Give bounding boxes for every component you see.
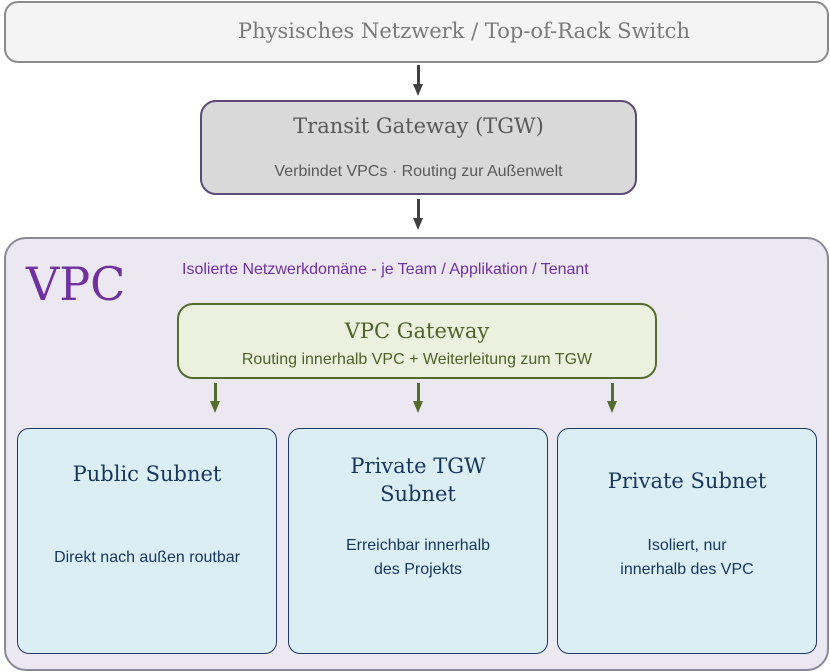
arrow-tgw-to-vpc [413,199,423,231]
vpc-label: VPC [26,257,126,311]
private-subnet-description-line-1: Isoliert, nur [647,537,727,554]
public-subnet-box: Public Subnet Direkt nach außen routbar [17,428,277,654]
private-subnet-box: Private Subnet Isoliert, nur innerhalb d… [557,428,817,654]
vpc-gateway-box: VPC Gateway Routing innerhalb VPC + Weit… [177,303,657,379]
transit-gateway-description: Verbindet VPCs · Routing zur Außenwelt [274,163,563,180]
private-tgw-subnet-description: Erreichbar innerhalb des Projekts [289,534,547,582]
private-subnet-description: Isoliert, nur innerhalb des VPC [558,534,816,582]
private-tgw-subnet-box: Private TGW Subnet Erreichbar innerhalb … [288,428,548,654]
private-tgw-subnet-title-line-1: Private TGW [350,454,486,478]
public-subnet-title-line: Public Subnet [72,462,222,486]
public-subnet-description: Direkt nach außen routbar [18,546,276,570]
transit-gateway-title: Transit Gateway (TGW) [293,114,544,138]
private-tgw-subnet-description-line-1: Erreichbar innerhalb [345,537,491,554]
public-subnet-title: Public Subnet [18,460,276,488]
private-tgw-subnet-title-line-2: Subnet [380,482,456,506]
vpc-gateway-title: VPC Gateway [344,319,490,343]
private-subnet-title-line: Private Subnet [607,469,767,493]
arrow-physical-to-tgw [413,65,423,97]
vpc-gateway-description: Routing innerhalb VPC + Weiterleitung zu… [241,351,593,368]
private-tgw-subnet-title: Private TGW Subnet [289,452,547,508]
arrow-gateway-to-private-tgw-subnet [413,383,423,415]
transit-gateway-box: Transit Gateway (TGW) Verbindet VPCs · R… [200,100,637,195]
arrow-gateway-to-public-subnet [210,383,220,415]
public-subnet-description-line: Direkt nach außen routbar [54,549,240,566]
private-subnet-description-line-2: innerhalb des VPC [620,561,754,578]
vpc-description: Isolierte Netzwerkdomäne - je Team / App… [182,261,589,278]
physical-network-label: Physisches Netzwerk / Top-of-Rack Switch [238,19,690,43]
physical-network-box: Physisches Netzwerk / Top-of-Rack Switch [4,1,829,63]
private-subnet-title: Private Subnet [558,467,816,495]
private-tgw-subnet-description-line-2: des Projekts [373,561,463,578]
arrow-gateway-to-private-subnet [607,383,617,415]
